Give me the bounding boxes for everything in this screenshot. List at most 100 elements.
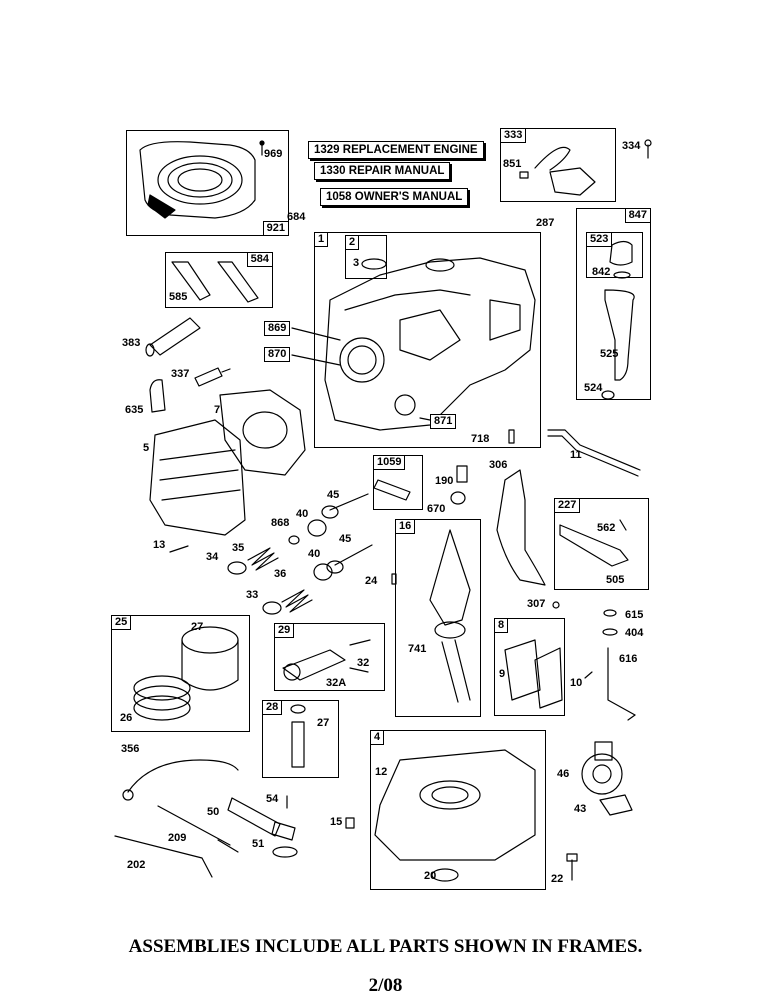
label-383: 383	[122, 337, 141, 349]
frame-tag-4: 4	[370, 730, 385, 745]
label-9: 9	[499, 668, 506, 680]
label-10: 10	[570, 677, 583, 689]
screw-969-drawing	[259, 140, 265, 156]
frame-25: 25	[111, 615, 250, 732]
part-1059-drawing	[373, 479, 411, 501]
label-13: 13	[153, 539, 166, 551]
cover-8-drawing	[504, 639, 563, 709]
label-12: 12	[375, 766, 388, 778]
retainer-34-drawing	[227, 561, 247, 575]
frame-28: 28	[262, 700, 339, 778]
breather-parts-drawing	[171, 261, 259, 303]
dipstick-tube-drawing	[601, 240, 635, 400]
tube-50-drawing	[227, 797, 296, 841]
frame-tag-1: 1	[314, 232, 329, 247]
label-615: 615	[625, 609, 644, 621]
connecting-rod-drawing	[282, 639, 371, 681]
piston-drawing	[133, 626, 239, 721]
label-34: 34	[206, 551, 219, 563]
label-11: 11	[570, 449, 582, 461]
part-615-drawing	[603, 609, 617, 617]
frame-2: 2	[345, 235, 387, 279]
label-851: 851	[503, 158, 522, 170]
label-616: 616	[619, 653, 638, 665]
spring-36-drawing	[281, 589, 313, 613]
label-562: 562	[597, 522, 616, 534]
label-32a: 32A	[326, 677, 347, 689]
wire-356-drawing	[122, 759, 239, 801]
part-404-drawing	[602, 628, 618, 636]
part-670-drawing	[450, 491, 466, 505]
frame-tag-584: 584	[246, 252, 273, 267]
label-27b: 27	[317, 717, 330, 729]
part-10-drawing	[584, 671, 593, 679]
frame-584: 584	[165, 252, 273, 308]
seal-40a-drawing	[307, 519, 327, 537]
bolt-13-drawing	[169, 545, 189, 553]
frame-tag-870: 870	[264, 347, 291, 362]
bracket-333-drawing	[519, 146, 596, 196]
label-20: 20	[424, 870, 437, 882]
label-670: 670	[427, 503, 446, 515]
label-334: 334	[622, 140, 641, 152]
spark-plug-drawing	[194, 367, 231, 387]
label-15: 15	[330, 816, 343, 828]
label-524: 524	[584, 382, 603, 394]
frame-523: 523	[586, 232, 643, 278]
gasket-51-drawing	[272, 846, 298, 858]
shaft-616-drawing	[607, 647, 636, 721]
spring-209-drawing	[157, 805, 239, 853]
label-337: 337	[171, 368, 190, 380]
frame-16: 16	[395, 519, 481, 717]
rod-202-drawing	[114, 835, 213, 878]
frame-29: 29	[274, 623, 385, 691]
label-26: 26	[120, 712, 133, 724]
label-7: 7	[214, 404, 221, 416]
frame-847: 847 523	[576, 208, 651, 400]
label-27a: 27	[191, 621, 204, 633]
label-718: 718	[471, 433, 490, 445]
frame-tag-523: 523	[586, 232, 613, 247]
label-585: 585	[169, 291, 188, 303]
part-24-drawing	[391, 573, 397, 585]
label-46: 46	[557, 768, 570, 780]
shield-306-drawing	[496, 469, 546, 586]
frame-227: 227	[554, 498, 649, 590]
frame-tag-869: 869	[264, 321, 291, 336]
label-40b: 40	[308, 548, 321, 560]
spring-35-drawing	[247, 547, 279, 571]
engine-base-drawing	[374, 749, 536, 861]
label-190: 190	[435, 475, 454, 487]
rod-11-drawing	[547, 429, 641, 477]
seal-40b-drawing	[313, 563, 333, 581]
valve-45b-drawing	[326, 544, 373, 574]
frame-tag-16: 16	[395, 519, 416, 534]
label-43: 43	[574, 803, 587, 815]
frame-tag-227: 227	[554, 498, 581, 513]
label-356: 356	[121, 743, 140, 755]
valve-45a-drawing	[321, 493, 369, 519]
note-replacement-engine: 1329 REPLACEMENT ENGINE	[308, 141, 484, 159]
frame-tag-1059: 1059	[373, 455, 406, 470]
label-741: 741	[408, 643, 427, 655]
frame-tag-25: 25	[111, 615, 132, 630]
label-525: 525	[600, 348, 619, 360]
note-owners-manual: 1058 OWNER'S MANUAL	[320, 188, 469, 206]
screw-334-drawing	[644, 139, 652, 159]
part-307-drawing	[552, 601, 560, 609]
pin-718-drawing	[508, 429, 515, 444]
label-54: 54	[266, 793, 279, 805]
label-45a: 45	[327, 489, 340, 501]
frame-8: 8	[494, 618, 565, 716]
label-202: 202	[127, 859, 146, 871]
head-gasket-drawing	[219, 389, 306, 476]
assemblies-note: ASSEMBLIES INCLUDE ALL PARTS SHOWN IN FR…	[128, 936, 643, 957]
label-36: 36	[274, 568, 287, 580]
label-842: 842	[592, 266, 611, 278]
bolt-22-drawing	[566, 853, 578, 881]
tube-383-drawing	[145, 317, 201, 357]
frame-tag-8: 8	[494, 618, 509, 633]
label-307: 307	[527, 598, 546, 610]
